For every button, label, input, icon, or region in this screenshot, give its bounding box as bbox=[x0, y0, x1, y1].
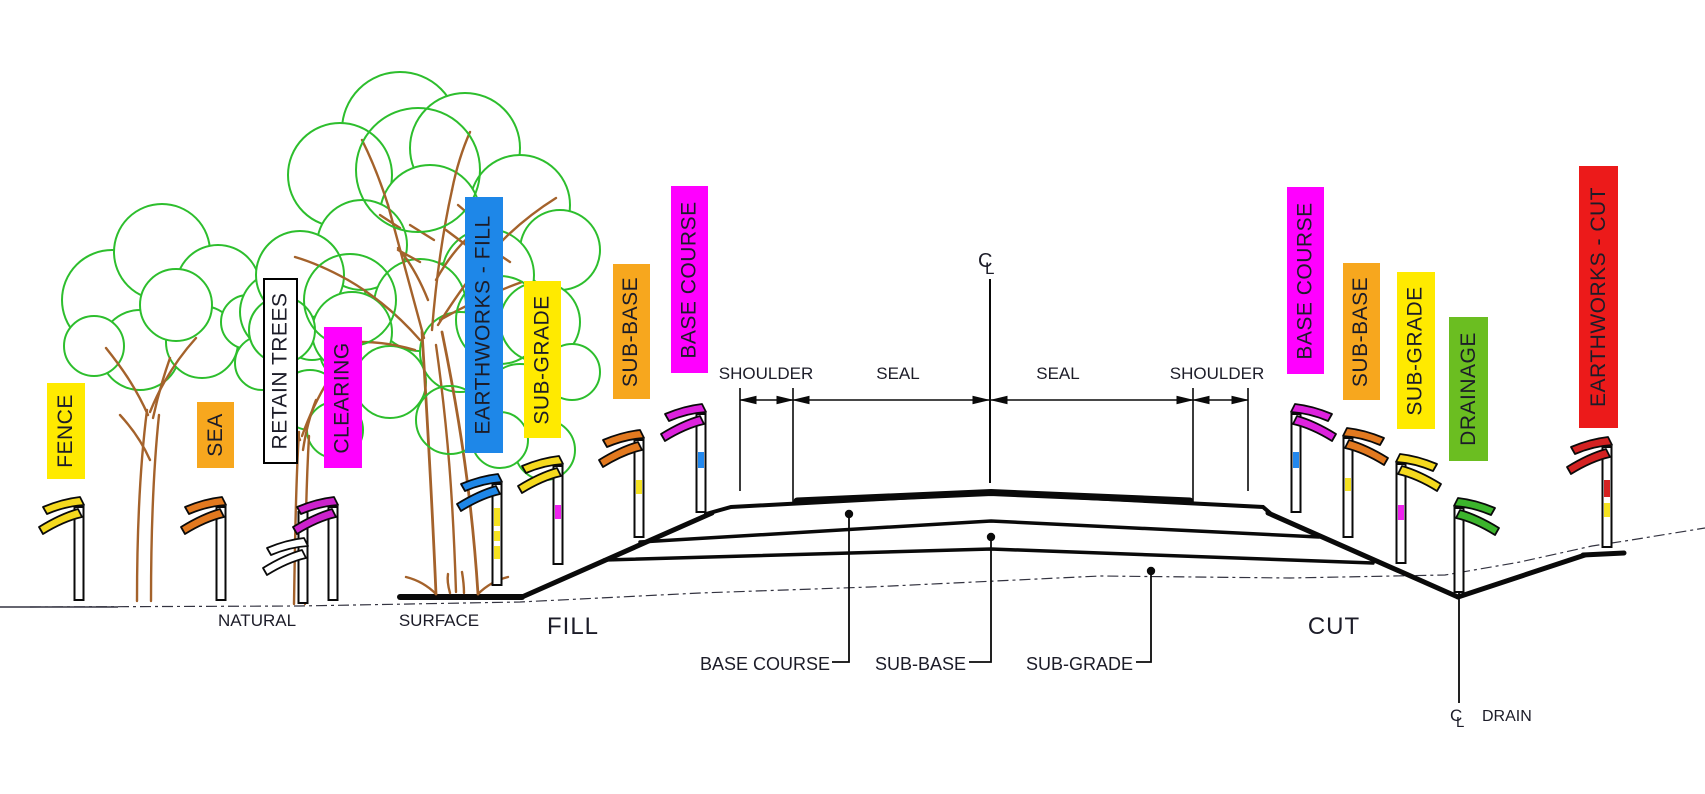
peg-ribbon bbox=[1570, 436, 1613, 455]
peg-fence bbox=[38, 496, 85, 601]
peg-band bbox=[1398, 505, 1404, 520]
peg-ribbon bbox=[1344, 439, 1389, 466]
sub-grade-layer-line bbox=[602, 547, 1375, 565]
flag-label-sub-grade-right: SUB-GRADE bbox=[1397, 272, 1435, 429]
peg-stake bbox=[215, 506, 227, 601]
flag-label-drainage: DRAINAGE bbox=[1449, 317, 1488, 461]
label-surface: SURFACE bbox=[398, 611, 480, 630]
peg-ribbon bbox=[266, 537, 309, 556]
peg-ribbon bbox=[1395, 453, 1438, 472]
label-drain: DRAIN bbox=[1482, 708, 1532, 725]
flag-label-earthworks-cut: EARTHWORKS - CUT bbox=[1579, 166, 1618, 428]
peg-band bbox=[494, 531, 500, 541]
road-structure bbox=[397, 488, 1627, 600]
peg-ribbon bbox=[1290, 403, 1333, 422]
peg-band bbox=[1293, 452, 1299, 468]
layer-leader-lines bbox=[832, 509, 1460, 703]
fill-embankment-slope bbox=[519, 510, 715, 600]
peg-ribbon bbox=[660, 415, 705, 442]
peg-ribbon bbox=[1455, 509, 1500, 536]
dim-label-seal-left: SEAL bbox=[876, 364, 920, 383]
peg-clearing bbox=[292, 496, 339, 601]
seal-layer bbox=[793, 488, 1194, 505]
peg-ribbon bbox=[1453, 497, 1496, 516]
peg-ribbon bbox=[456, 485, 501, 512]
peg-drainage bbox=[1453, 497, 1500, 593]
peg-ribbon bbox=[521, 455, 564, 474]
sub-base-layer-line bbox=[638, 519, 1321, 544]
peg-band bbox=[698, 452, 704, 468]
peg-sub-grade-left bbox=[517, 455, 564, 565]
peg-base-course-left bbox=[660, 403, 707, 513]
drain-v-right-side bbox=[1455, 552, 1588, 600]
natural-surface-line bbox=[0, 527, 1705, 608]
peg-ribbon bbox=[296, 496, 339, 515]
centerline-symbol: C L bbox=[978, 250, 995, 278]
peg-earthworks-cut bbox=[1566, 436, 1613, 548]
peg-band bbox=[636, 480, 642, 494]
peg-band bbox=[1604, 503, 1610, 517]
peg-band bbox=[494, 546, 500, 559]
dimension-lines bbox=[739, 279, 1249, 502]
peg-base-course-right bbox=[1290, 403, 1337, 513]
peg-ribbon bbox=[460, 473, 503, 492]
cut-bench bbox=[1580, 550, 1627, 558]
flag-label-clearing: CLEARING bbox=[324, 327, 362, 468]
flag-label-sea: SEA bbox=[197, 402, 234, 468]
peg-sub-base-right bbox=[1342, 427, 1389, 538]
flag-label-base-course-left: BASE COURSE bbox=[671, 186, 708, 373]
label-cut: CUT bbox=[1307, 613, 1361, 640]
peg-ribbon bbox=[42, 496, 85, 515]
peg-ribbon bbox=[602, 429, 645, 448]
flag-label-fence: FENCE bbox=[47, 383, 85, 479]
peg-stake bbox=[73, 506, 85, 601]
leader-label-sub-grade: SUB-GRADE bbox=[1025, 654, 1133, 674]
peg-ribbon bbox=[38, 508, 83, 535]
dim-label-seal-right: SEAL bbox=[1036, 364, 1080, 383]
peg-band bbox=[1604, 480, 1610, 497]
drain-centerline-symbol: C L bbox=[1450, 706, 1465, 731]
leader-label-base-course: BASE COURSE bbox=[699, 654, 830, 674]
peg-ribbon bbox=[1566, 448, 1611, 475]
flag-label-sub-grade-left: SUB-GRADE bbox=[524, 281, 561, 438]
survey-pegs bbox=[38, 403, 1613, 604]
peg-sub-grade-right bbox=[1395, 453, 1442, 564]
dim-label-shoulder-left: SHOULDER bbox=[718, 364, 814, 383]
peg-ribbon bbox=[517, 467, 562, 494]
peg-band bbox=[494, 508, 500, 526]
label-natural: NATURAL bbox=[217, 611, 297, 630]
peg-earthworks-fill bbox=[456, 473, 503, 586]
leader-label-sub-base: SUB-BASE bbox=[874, 654, 966, 674]
peg-retain-trees bbox=[262, 511, 309, 604]
peg-ribbon bbox=[180, 508, 225, 535]
peg-ribbon bbox=[184, 496, 227, 515]
cut-slope bbox=[1265, 510, 1461, 600]
peg-ribbon bbox=[1292, 415, 1337, 442]
peg-ribbon bbox=[598, 441, 643, 468]
peg-band bbox=[1345, 478, 1351, 491]
peg-stake bbox=[1453, 507, 1465, 593]
flag-label-sub-base-left: SUB-BASE bbox=[613, 264, 650, 399]
dim-label-shoulder-right: SHOULDER bbox=[1169, 364, 1265, 383]
peg-ribbon bbox=[664, 403, 707, 422]
label-fill: FILL bbox=[546, 613, 600, 640]
peg-ribbon bbox=[1342, 427, 1385, 446]
flag-label-sub-base-right: SUB-BASE bbox=[1343, 263, 1380, 400]
flag-label-earthworks-fill: EARTHWORKS - FILL bbox=[465, 197, 503, 453]
peg-ribbon bbox=[1397, 465, 1442, 492]
peg-ribbon bbox=[262, 549, 307, 576]
peg-band bbox=[555, 505, 561, 519]
peg-stake bbox=[327, 506, 339, 601]
flag-label-retain-trees: RETAIN TREES bbox=[263, 278, 298, 464]
peg-sea bbox=[180, 496, 227, 601]
peg-sub-base-left bbox=[598, 429, 645, 538]
flag-label-base-course-right: BASE COURSE bbox=[1287, 187, 1324, 374]
peg-ribbon bbox=[292, 508, 337, 535]
